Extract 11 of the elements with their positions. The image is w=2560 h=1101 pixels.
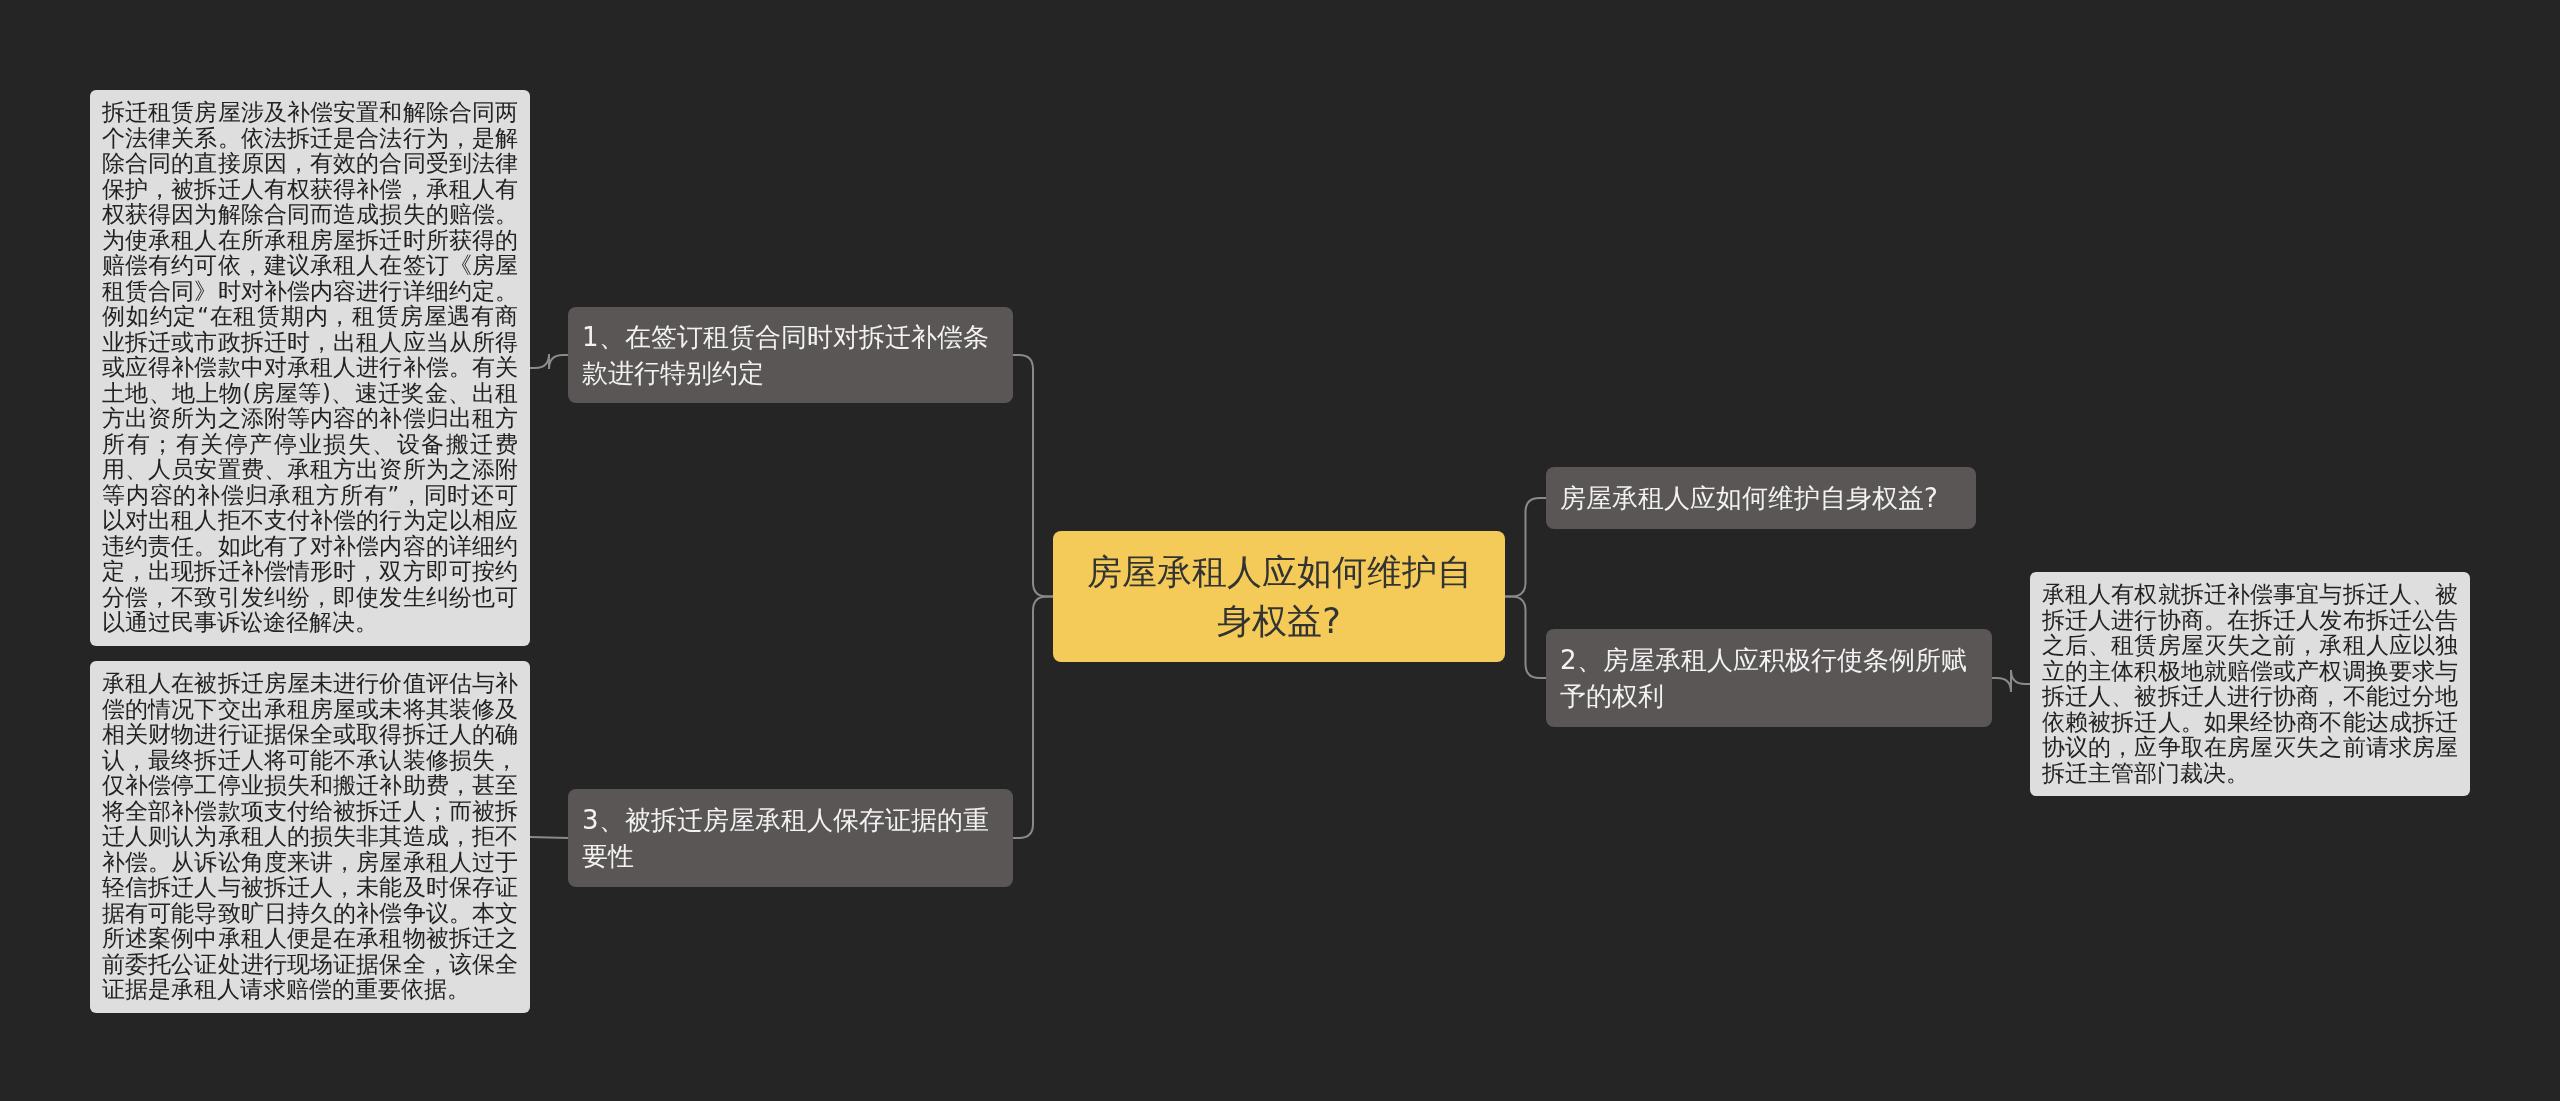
topic-box: 房屋承租人应如何维护自身权益? xyxy=(1053,531,1505,662)
note-box: 承租人有权就拆迁补偿事宜与拆迁人、被拆迁人进行协商。在拆迁人发布拆迁公告之后、租赁房屋灭失之前，承租人应以独立的主体积极地就赔偿或产权调换要求与拆迁人、被拆迁人进行协商，不能过分地依赖被拆迁人。如果经协商不能达成拆迁协议的，应争取在房屋灭失之前请求房屋拆迁主管部门裁决。 xyxy=(2030,572,2470,796)
note-box: 拆迁租赁房屋涉及补偿安置和解除合同两个法律关系。依法拆迁是合法行为，是解除合同的直接原因，有效的合同受到法律保护，被拆迁人有权获得补偿，承租人有权获得因为解除合同而造成损失的赔偿。为使承租人在所承租房屋拆迁时所获得的赔偿有约可依，建议承租人在签订《房屋租赁合同》时对补偿内容进行详细约定。例如约定“在租赁期内，租赁房屋遇有商业拆迁或市政拆迁时，出租人应当从所得或应得补偿款中对承租人进行补偿。有关土地、地上物(房屋等)、速迁奖金、出租方出资所为之添附等内容的补偿归出租方所有；有关停产停业损失、设备搬迁费用、人员安置费、承租方出资所为之添附等内容的补偿归承租方所有”，同时还可以对出租人拒不支付补偿的行为定以相应违约责任。如此有了对补偿内容的详细约定，出现拆迁补偿情形时，双方即可按约分偿，不致引发纠纷，即使发生纠纷也可以通过民事诉讼途径解决。 xyxy=(90,90,530,646)
branch-box: 3、被拆迁房屋承租人保存证据的重要性 xyxy=(568,789,1013,887)
branch-box: 房屋承租人应如何维护自身权益? xyxy=(1546,467,1976,529)
branch-box: 2、房屋承租人应积极行使条例所赋予的权利 xyxy=(1546,629,1992,727)
connector-line xyxy=(529,353,569,370)
note-box: 承租人在被拆迁房屋未进行价值评估与补偿的情况下交出承租房屋或未将其装修及相关财物进行证据保全或取得拆迁人的确认，最终拆迁人将可能不承认装修损失，仅补偿停工停业损失和搬迁补助费，甚至将全部补偿款项支付给被拆迁人；而被拆迁人则认为承租人的损失非其造成，拒不补偿。从诉讼角度来讲，房屋承租人过于轻信拆迁人与被拆迁人，未能及时保存证据有可能导致旷日持久的补偿争议。本文所述案例中承租人便是在承租物被拆迁之前委托公证处进行现场证据保全，该保全证据是承租人请求赔偿的重要依据。 xyxy=(90,661,530,1013)
branch-box: 1、在签订租赁合同时对拆迁补偿条款进行特别约定 xyxy=(568,307,1013,403)
connector-line xyxy=(529,836,569,839)
connector-line xyxy=(1991,669,2031,693)
